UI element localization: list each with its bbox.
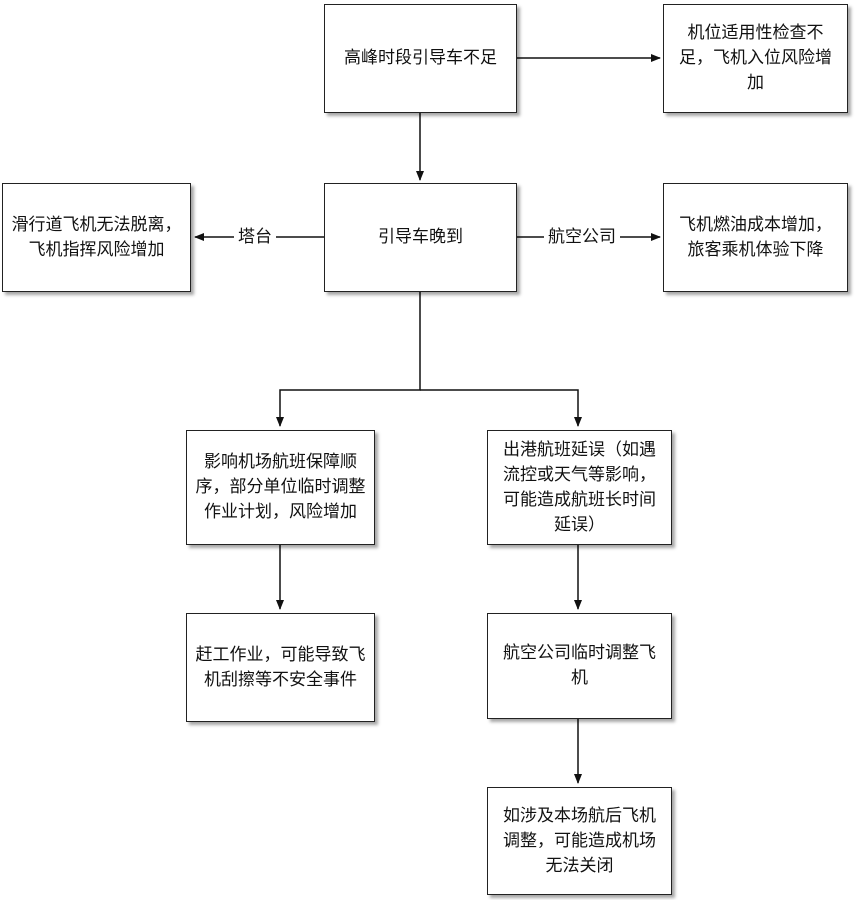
node-airline-adjust: 航空公司临时调整飞机	[487, 613, 672, 719]
edge-label-airline: 航空公司	[544, 226, 620, 248]
node-airport-close: 如涉及本场航后飞机调整，可能造成机场无法关闭	[487, 787, 672, 895]
node-peak-shortage-text: 高峰时段引导车不足	[344, 48, 497, 68]
node-airport-order: 影响机场航班保障顺序，部分单位临时调整作业计划，风险增加	[186, 430, 375, 545]
node-stand-check-text: 机位适用性检查不足，飞机入位风险增加	[679, 23, 832, 93]
node-guide-late-text: 引导车晚到	[378, 227, 463, 247]
node-departure-delay: 出港航班延误（如遇流控或天气等影响，可能造成航班长时间延误）	[487, 430, 672, 545]
node-airport-order-text: 影响机场航班保障顺序，部分单位临时调整作业计划，风险增加	[195, 452, 366, 522]
branch-line-right	[420, 389, 582, 427]
node-taxiway-risk-text: 滑行道飞机无法脱离，飞机指挥风险增加	[11, 214, 182, 260]
node-stand-check: 机位适用性检查不足，飞机入位风险增加	[663, 4, 848, 113]
node-rush-work-text: 赶工作业，可能导致飞机刮擦等不安全事件	[195, 644, 366, 690]
node-departure-delay-text: 出港航班延误（如遇流控或天气等影响，可能造成航班长时间延误）	[503, 439, 656, 535]
edge-label-tower: 塔台	[234, 226, 276, 248]
node-airport-close-text: 如涉及本场航后飞机调整，可能造成机场无法关闭	[503, 805, 656, 876]
node-airline-adjust-text: 航空公司临时调整飞机	[503, 643, 656, 688]
branch-line	[276, 292, 421, 427]
node-peak-shortage: 高峰时段引导车不足	[324, 4, 517, 113]
node-fuel-cost: 飞机燃油成本增加，旅客乘机体验下降	[663, 183, 848, 292]
node-guide-late: 引导车晚到	[324, 183, 517, 292]
node-taxiway-risk: 滑行道飞机无法脱离，飞机指挥风险增加	[2, 183, 191, 292]
node-fuel-cost-text: 飞机燃油成本增加，旅客乘机体验下降	[679, 214, 832, 260]
node-rush-work: 赶工作业，可能导致飞机刮擦等不安全事件	[186, 613, 375, 722]
